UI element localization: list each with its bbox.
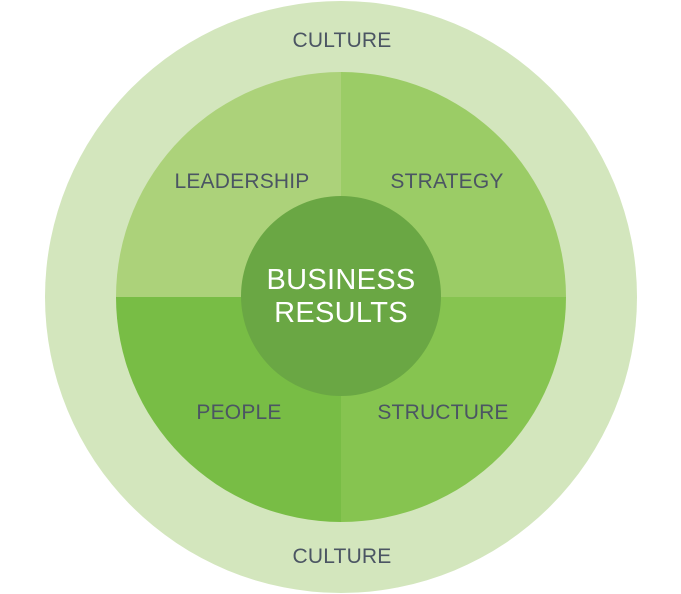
leadership-label: LEADERSHIP — [174, 170, 309, 193]
business-label: BUSINESS — [266, 264, 415, 296]
people-label: PEOPLE — [196, 401, 281, 424]
business-results-circle — [241, 196, 441, 396]
culture-bottom-label: CULTURE — [292, 545, 391, 568]
strategy-label: STRATEGY — [390, 170, 503, 193]
culture-top-label: CULTURE — [292, 29, 391, 52]
structure-label: STRUCTURE — [377, 401, 508, 424]
results-label: RESULTS — [274, 297, 408, 329]
